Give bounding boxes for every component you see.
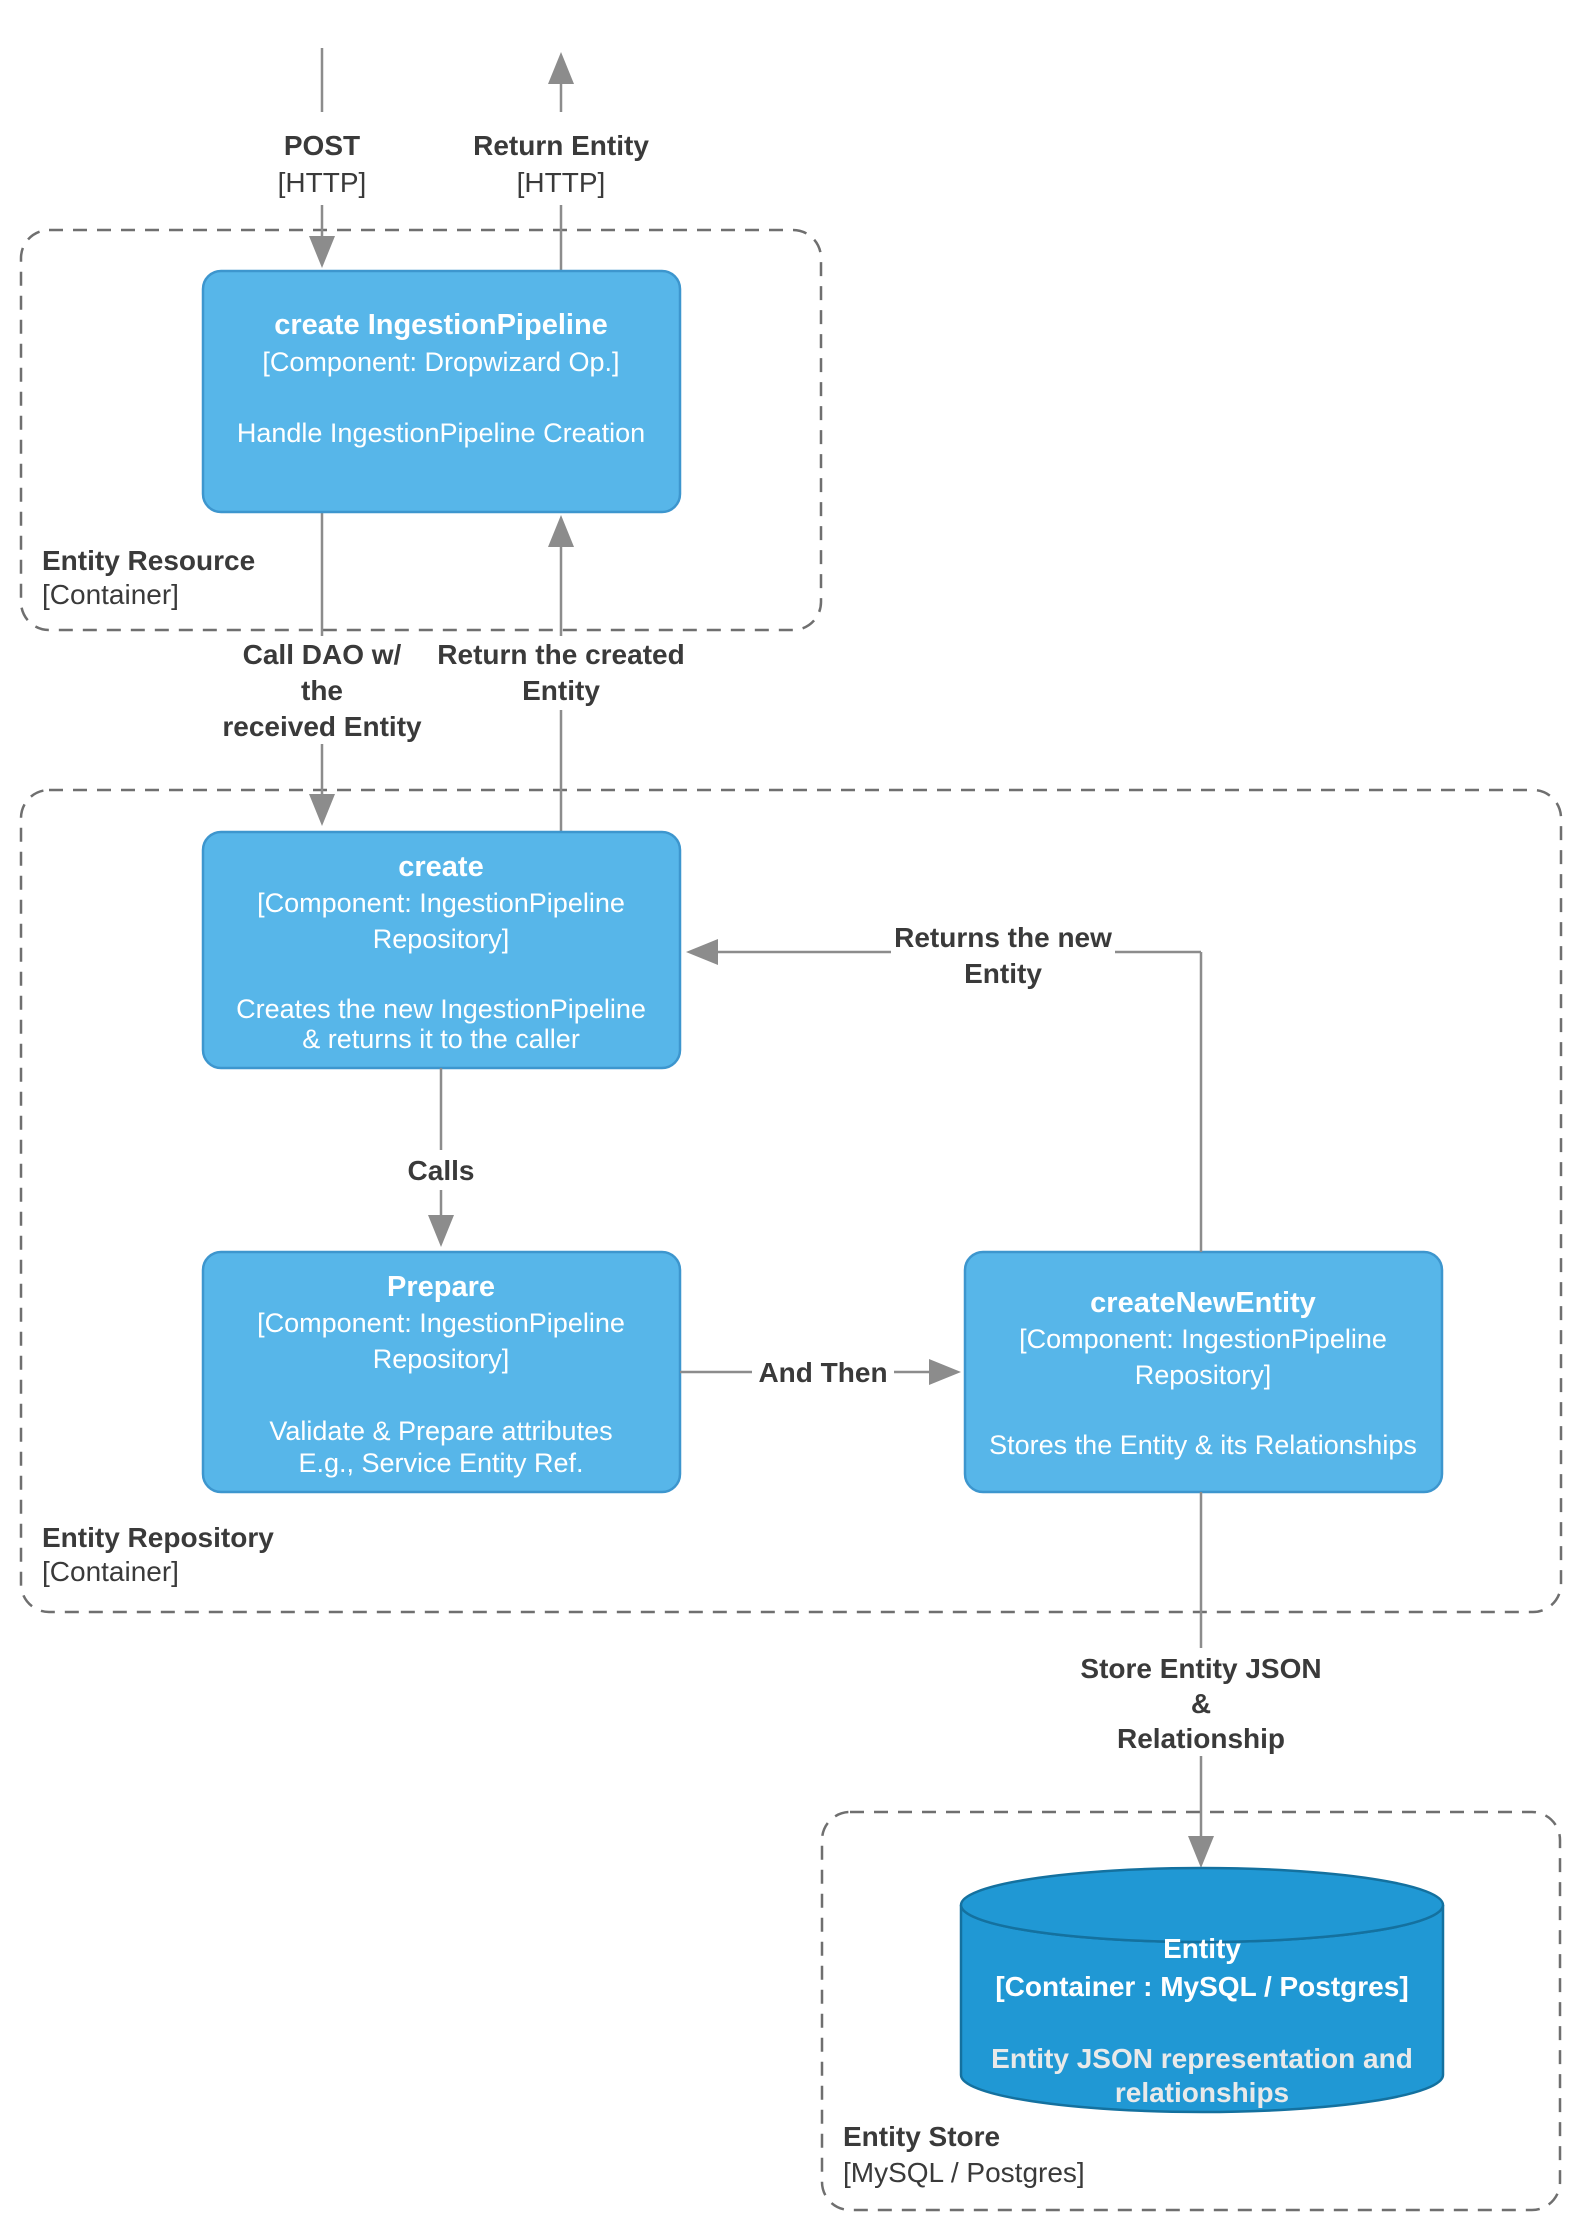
edge-label: Store Entity JSON (1080, 1653, 1321, 1684)
edge-protocol: [HTTP] (517, 167, 606, 198)
arrow-down-icon (309, 236, 335, 268)
node-title: Entity (1163, 1933, 1241, 1964)
container-entity-store: Entity Store [MySQL / Postgres] (820, 1810, 1562, 2212)
node-subtitle: [Component: IngestionPipeline (257, 888, 625, 918)
edge-label: Entity (522, 675, 600, 706)
edge-label: the (301, 675, 343, 706)
component-box (963, 1250, 1444, 1494)
edge-and-then: And Then (680, 1353, 961, 1393)
node-description: Stores the Entity & its Relationships (989, 1430, 1417, 1460)
node-title: Prepare (387, 1271, 495, 1303)
edge-label: Returns the new (894, 922, 1112, 953)
node-description: Creates the new IngestionPipeline (236, 994, 646, 1024)
container-entity-resource: Entity Resource [Container] (19, 228, 823, 632)
node-prepare: Prepare [Component: IngestionPipeline Re… (201, 1250, 682, 1494)
arrow-right-icon (929, 1359, 961, 1385)
container-type: [MySQL / Postgres] (843, 2157, 1085, 2188)
edge-store-entity-json: Store Entity JSON & Relationship (1076, 1492, 1326, 1868)
entity-store-boundary (820, 1810, 1562, 2212)
node-description: Entity JSON representation and (991, 2043, 1413, 2074)
edge-returns-new-entity: Returns the new Entity (686, 918, 1203, 1252)
node-title: create (398, 851, 483, 883)
arrow-left-icon (686, 939, 718, 965)
node-subtitle: [Container : MySQL / Postgres] (995, 1971, 1408, 2002)
node-subtitle: Repository] (1135, 1360, 1272, 1390)
node-subtitle: [Component: IngestionPipeline (257, 1308, 625, 1338)
edge-call-dao: Call DAO w/ the received Entity (218, 512, 427, 826)
node-description: & returns it to the caller (302, 1024, 580, 1054)
edge-label: And Then (758, 1357, 887, 1388)
node-description: Validate & Prepare attributes (269, 1416, 612, 1446)
edge-post: POST [HTTP] (273, 48, 371, 268)
arrow-down-icon (309, 794, 335, 826)
edge-label: received Entity (222, 711, 422, 742)
component-box (201, 269, 682, 514)
entity-repository-boundary (19, 788, 1563, 1614)
edge-return-entity: Return Entity [HTTP] (469, 52, 654, 271)
node-title: createNewEntity (1090, 1287, 1316, 1319)
node-create-ingestion-pipeline: create IngestionPipeline [Component: Dro… (201, 269, 682, 514)
node-subtitle: Repository] (373, 1344, 510, 1374)
edge-label: Relationship (1117, 1723, 1285, 1754)
node-subtitle: [Component: IngestionPipeline (1019, 1324, 1387, 1354)
database-cylinder-top (959, 1866, 1445, 1944)
container-type: [Container] (42, 1556, 179, 1587)
edge-label: POST (284, 130, 360, 161)
edge-label: Calls (408, 1155, 475, 1186)
edge-label: & (1191, 1688, 1211, 1719)
edge-return-created: Return the created Entity (433, 515, 689, 832)
node-subtitle: [Component: Dropwizard Op.] (262, 347, 619, 377)
edge-label: Return the created (437, 639, 684, 670)
container-type: [Container] (42, 579, 179, 610)
node-description: Handle IngestionPipeline Creation (237, 418, 645, 448)
edge-label: Call DAO w/ (243, 639, 402, 670)
container-name: Entity Repository (42, 1522, 274, 1553)
arrow-up-icon (548, 52, 574, 84)
edge-label: Entity (964, 958, 1042, 989)
arrow-down-icon (428, 1215, 454, 1247)
container-name: Entity Store (843, 2121, 1000, 2152)
arrow-down-icon (1188, 1836, 1214, 1868)
edge-protocol: [HTTP] (278, 167, 367, 198)
node-title: create IngestionPipeline (274, 309, 608, 341)
edge-label: Return Entity (473, 130, 649, 161)
node-subtitle: Repository] (373, 924, 510, 954)
arrow-up-icon (548, 515, 574, 547)
entity-resource-boundary (19, 228, 823, 632)
node-create-new-entity: createNewEntity [Component: IngestionPip… (963, 1250, 1444, 1494)
edge-calls: Calls (403, 1068, 479, 1247)
container-name: Entity Resource (42, 545, 255, 576)
node-description: E.g., Service Entity Ref. (298, 1448, 583, 1478)
container-entity-repository: Entity Repository [Container] (19, 788, 1563, 1614)
node-description: relationships (1115, 2077, 1289, 2108)
node-entity-database: Entity [Container : MySQL / Postgres] En… (959, 1866, 1445, 2114)
node-create: create [Component: IngestionPipeline Rep… (201, 830, 682, 1070)
